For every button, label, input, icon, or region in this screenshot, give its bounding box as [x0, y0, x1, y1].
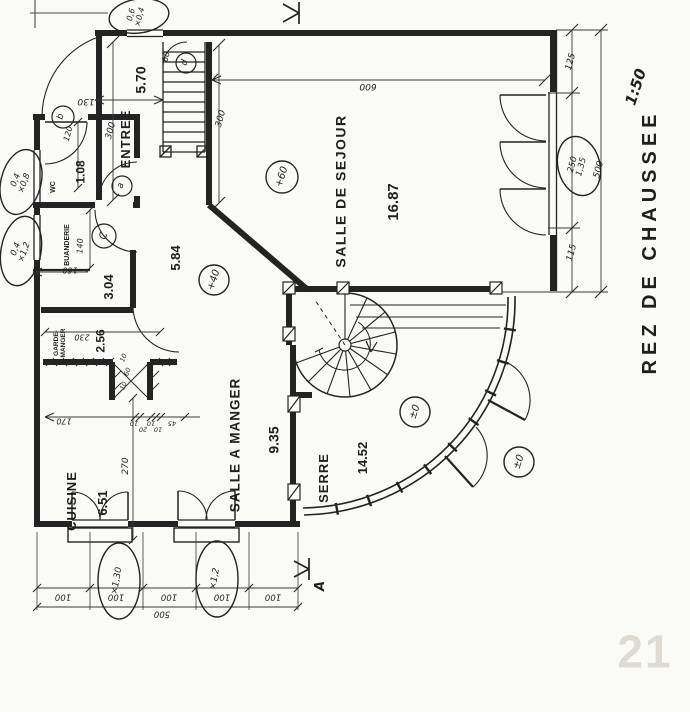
dim-buanderie-height: 140 [75, 238, 85, 254]
dim-sam-height: 270 [121, 457, 132, 475]
spiral-staircase [292, 292, 398, 398]
dim-bottom-total: 500 [153, 608, 171, 619]
dim-bottom-3: 100 [213, 591, 231, 602]
dim-chain-0: 10 [129, 419, 139, 428]
room-area-cuisine: 6.51 [94, 490, 110, 516]
door-swings [41, 31, 547, 521]
room-label-buanderie: BUANDERIE [64, 224, 72, 266]
dim-chain-4: 45 [167, 419, 177, 428]
dim-bottom-0: 100 [54, 591, 72, 602]
dim-chain-3: 10 [153, 425, 163, 434]
watermark: 21 [617, 625, 673, 678]
walls [33, 30, 556, 527]
room-label-salle-a-manger: SALLE A MANGER [227, 377, 243, 513]
dim-entree-width: 130 [77, 95, 95, 106]
level-circles [198, 160, 535, 478]
room-area-serre: 14.52 [354, 441, 370, 475]
room-label-sejour: SALLE DE SEJOUR [332, 114, 349, 268]
dim-garde-manger-width: 230 [74, 332, 90, 342]
room-area-wc: 1.08 [73, 160, 88, 184]
section-letter: A [312, 580, 328, 592]
dim-buanderie-width: 160 [62, 265, 78, 275]
hatch-marks [45, 357, 177, 399]
dim-sam-width: 170 [56, 416, 72, 426]
annotation-bubbles [0, 0, 602, 620]
garde-manger-line1: GARDE- [52, 330, 60, 356]
room-area-garde-manger: 2.56 [93, 329, 108, 353]
door-tag-circles [51, 52, 197, 249]
garde-manger-line2: MANGER [60, 328, 67, 358]
sheet-corner-marks [30, 0, 108, 28]
serre-doors [444, 362, 531, 488]
dim-bottom-4: 100 [264, 591, 282, 602]
serre-curved-wall [302, 295, 516, 516]
staircase [159, 42, 209, 158]
section-markers [282, 2, 310, 580]
room-area-degagement: 5.84 [167, 245, 183, 271]
dimension-arrows [32, 75, 222, 422]
room-label-wc: WC [50, 181, 58, 193]
room-area-salle-a-manger: 9.35 [265, 426, 282, 454]
room-label-garde-manger: GARDE- MANGER [53, 329, 67, 358]
room-label-entree: ENTREE [117, 109, 133, 169]
room-area-sejour: 16.87 [384, 183, 402, 221]
dim-bottom-2: 100 [160, 591, 178, 602]
wall-posts [282, 281, 503, 501]
room-label-serre: SERRE [315, 453, 331, 503]
room-label-cuisine: CUISINE [63, 471, 79, 531]
room-area-buanderie: 3.04 [100, 274, 116, 300]
drawing-title: REZ DE CHAUSSEE [639, 109, 661, 375]
room-area-entree: 5.70 [132, 66, 149, 94]
dim-top-width: 600 [359, 80, 377, 91]
